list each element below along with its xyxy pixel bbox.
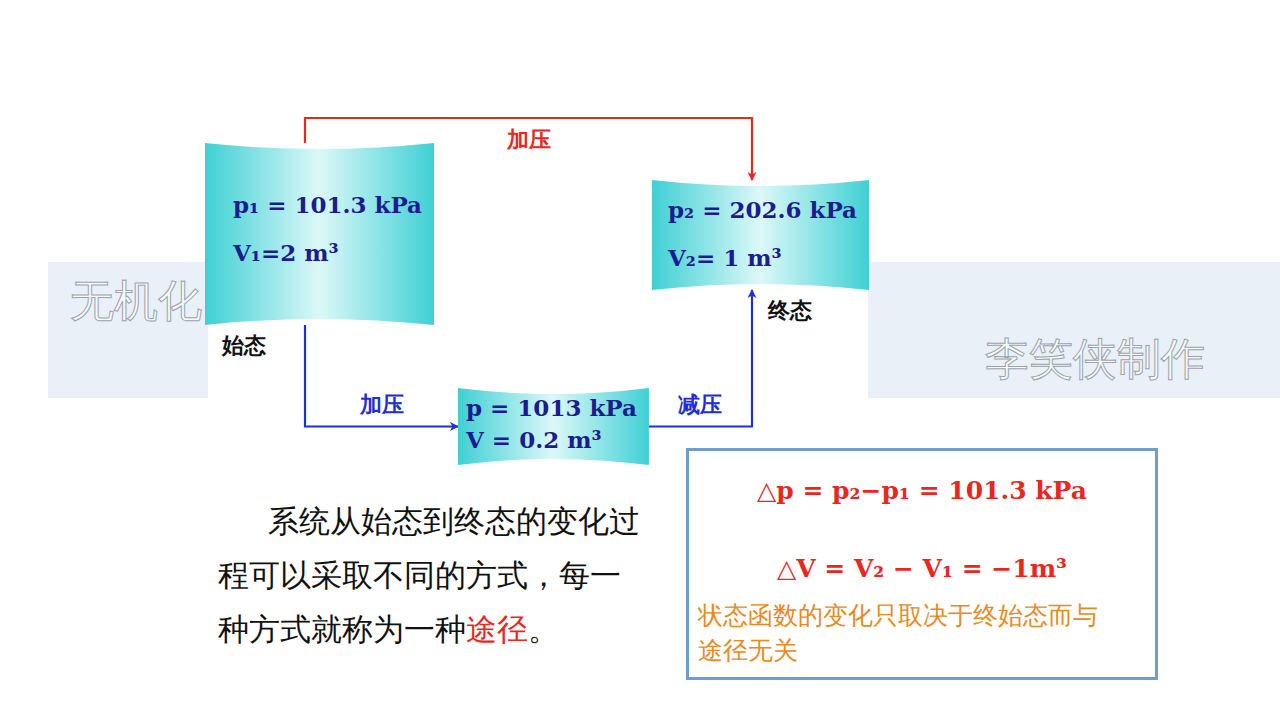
- state-box: p = 1013 kPa V = 0.2 m³: [458, 388, 649, 465]
- scroll-shape: [205, 143, 434, 325]
- watermark-band: [48, 262, 208, 398]
- edge-label: 加压: [357, 390, 407, 420]
- state-box: p₂ = 202.6 kPaV₂= 1 m³终态: [652, 180, 869, 290]
- state-box: p₁ = 101.3 kPaV₁=2 m³始态: [205, 143, 434, 325]
- edge-label: 加压: [504, 125, 554, 155]
- connector-arrow: [649, 290, 752, 427]
- state-label: 终态: [768, 296, 812, 326]
- formula-text: △V = V₂ − V₁ = −1m³: [686, 554, 1158, 583]
- paragraph-text: 。: [528, 611, 559, 647]
- edge-label: 减压: [675, 390, 725, 420]
- scroll-shape: [205, 143, 434, 325]
- scroll-shape: [458, 388, 649, 465]
- state-value: p₁ = 101.3 kPa: [233, 191, 422, 218]
- summary-box: △p = p₂−p₁ = 101.3 kPa △V = V₂ − V₁ = −1m…: [686, 448, 1158, 680]
- state-label: 始态: [222, 331, 266, 361]
- watermark: 李笑侠制作: [985, 330, 1205, 389]
- watermark-band: [868, 262, 1280, 398]
- state-value: p₂ = 202.6 kPa: [668, 196, 857, 223]
- note-text: 状态函数的变化只取决于终始态而与途径无关: [698, 598, 1098, 668]
- state-value: V₂= 1 m³: [668, 244, 782, 271]
- state-value: p = 1013 kPa: [466, 394, 637, 421]
- watermark: 无机化: [70, 272, 202, 331]
- state-value: V = 0.2 m³: [466, 426, 602, 453]
- state-value: V₁=2 m³: [233, 239, 339, 266]
- body-paragraph: 系统从始态到终态的变化过程可以采取不同的方式，每一种方式就称为一种途径。: [218, 494, 643, 656]
- connector-arrow: [305, 325, 458, 427]
- formula-text: △p = p₂−p₁ = 101.3 kPa: [686, 476, 1158, 505]
- scroll-shape: [652, 180, 869, 290]
- paragraph-text: 系统从始态到终态的变化过程可以采取不同的方式，每一种方式就称为一种: [218, 503, 640, 647]
- highlight-term: 途径: [466, 611, 528, 647]
